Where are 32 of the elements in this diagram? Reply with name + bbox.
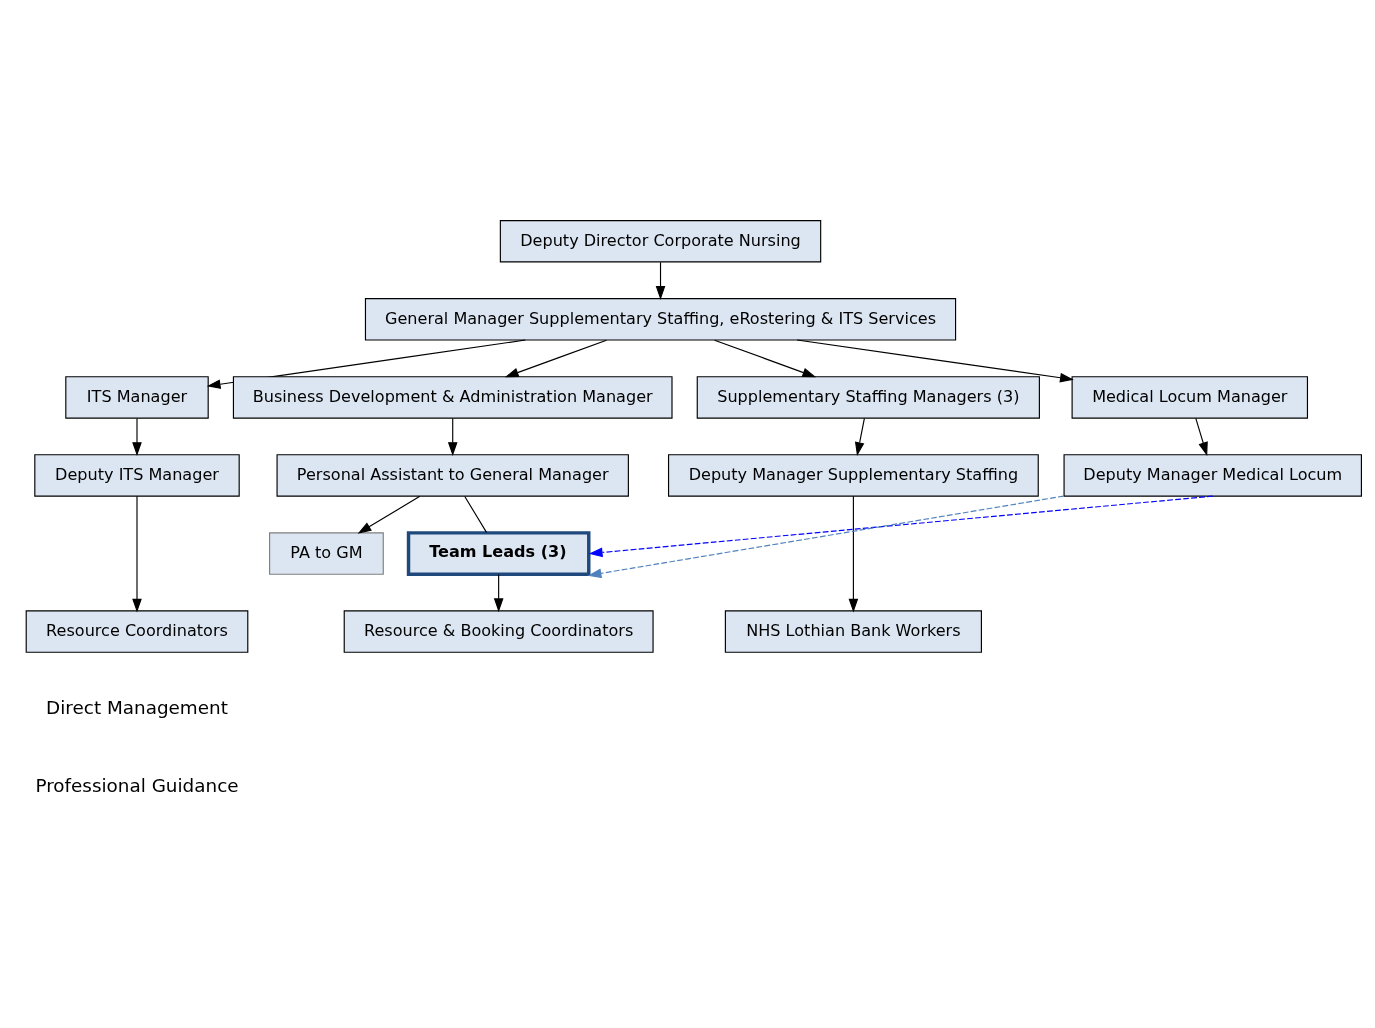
node-box: NHS Lothian Bank Workers	[724, 609, 982, 653]
node-box: Supplementary Staffing Managers (3)	[696, 375, 1040, 419]
legend-label: Professional Guidance	[35, 774, 239, 796]
legend-label: Direct Management	[46, 696, 228, 718]
arrow	[447, 417, 458, 456]
arrow	[1195, 417, 1208, 456]
node-box: General Manager Supplementary Staffing, eRostering & ITS Services	[364, 297, 957, 341]
arrow	[796, 338, 1074, 382]
arrow	[588, 495, 1214, 557]
node-box: Deputy Director Corporate Nursing	[499, 219, 822, 262]
arrow	[132, 495, 142, 613]
arrow	[854, 417, 865, 456]
arrow	[504, 339, 608, 377]
node-box: Resource & Booking Coordinators	[343, 609, 654, 653]
node-box: ITS Manager	[65, 375, 209, 419]
arrow	[714, 339, 817, 377]
node-box: Resource Coordinators	[25, 609, 249, 653]
arrow	[357, 495, 421, 534]
node-box: Team Leads (3)	[406, 530, 591, 576]
node-box: Deputy Manager Supplementary Staffing	[668, 453, 1039, 497]
arrow	[848, 495, 859, 613]
arrow	[493, 573, 504, 612]
arrow	[587, 495, 1065, 578]
node-box: Personal Assistant to General Manager	[276, 453, 629, 497]
arrow	[655, 261, 666, 300]
node-box: Medical Locum Manager	[1071, 375, 1309, 419]
node-box: Business Development & Administration Manager	[232, 375, 673, 419]
node-box: PA to GM	[269, 531, 384, 575]
node-box: Deputy ITS Manager	[34, 453, 240, 497]
arrow	[132, 417, 142, 456]
connector	[464, 495, 488, 533]
node-box: Deputy Manager Medical Locum	[1063, 453, 1362, 497]
